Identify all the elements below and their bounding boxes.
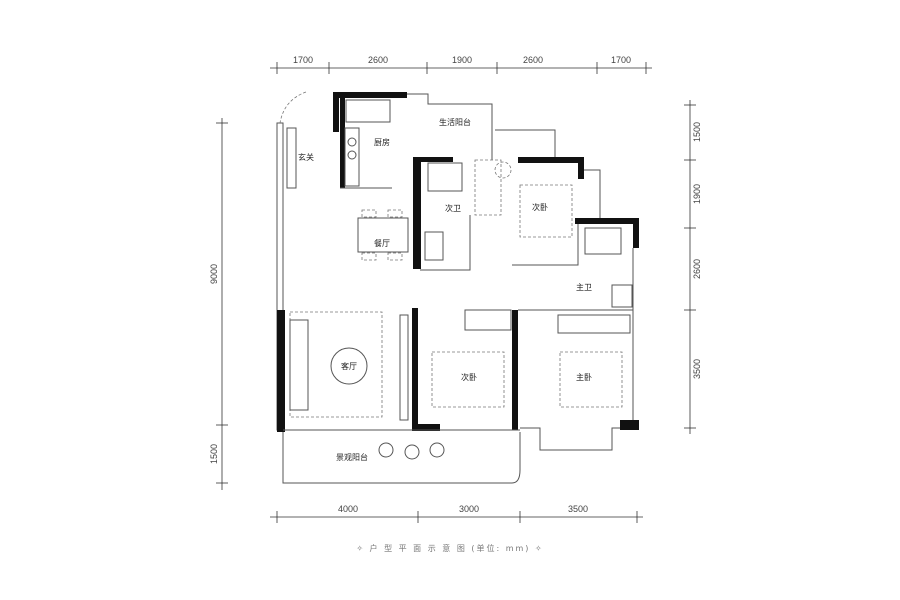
label-second-bedroom-south: 次卧 bbox=[461, 372, 477, 382]
shower bbox=[427, 162, 463, 192]
dim-top-4: 2600 bbox=[523, 55, 543, 65]
master-wardrobe bbox=[557, 314, 631, 334]
dining-table bbox=[357, 217, 409, 253]
shoe-cabinet bbox=[286, 127, 297, 189]
sofa bbox=[289, 319, 309, 411]
label-entrance: 玄关 bbox=[298, 152, 314, 162]
dim-bottom-1: 4000 bbox=[338, 504, 358, 514]
left-dimension-line: 9000 1500 bbox=[209, 118, 228, 490]
dim-right-3: 2600 bbox=[692, 259, 702, 279]
label-living: 客厅 bbox=[341, 361, 357, 371]
dim-right-4: 3500 bbox=[692, 359, 702, 379]
furniture bbox=[286, 99, 633, 460]
label-master-bath: 主卫 bbox=[576, 282, 592, 292]
dim-bottom-3: 3500 bbox=[568, 504, 588, 514]
dim-right-1: 1500 bbox=[692, 122, 702, 142]
master-shower bbox=[584, 227, 622, 255]
bed-north bbox=[519, 184, 573, 238]
top-dimension-line: 1700 2600 1900 2600 1700 bbox=[270, 55, 652, 74]
tv-cabinet bbox=[399, 314, 409, 421]
label-second-bath: 次卫 bbox=[445, 203, 461, 213]
label-second-bedroom-north: 次卧 bbox=[532, 202, 548, 212]
dim-right-2: 1900 bbox=[692, 184, 702, 204]
label-view-balcony: 景观阳台 bbox=[336, 452, 368, 462]
dim-top-2: 2600 bbox=[368, 55, 388, 65]
walls bbox=[276, 91, 639, 484]
plan-caption: ✧ 户 型 平 面 示 意 图 (单位: mm) ✧ bbox=[356, 543, 543, 553]
label-master-bedroom: 主卧 bbox=[576, 372, 592, 382]
room-labels: 玄关 厨房 生活阳台 次卫 次卧 餐厅 主卫 客厅 次卧 主卧 景观阳台 bbox=[298, 117, 592, 462]
master-basin bbox=[611, 284, 633, 308]
dim-top-1: 1700 bbox=[293, 55, 313, 65]
living-rug bbox=[289, 311, 383, 418]
master-bed bbox=[559, 351, 623, 408]
desk bbox=[464, 309, 512, 331]
coffee-table bbox=[330, 347, 368, 385]
kitchen-counter bbox=[345, 99, 391, 123]
wardrobe bbox=[474, 159, 502, 216]
label-utility-balcony: 生活阳台 bbox=[439, 117, 471, 127]
dim-top-3: 1900 bbox=[452, 55, 472, 65]
washbasin bbox=[424, 231, 444, 261]
dim-left-1: 9000 bbox=[209, 264, 219, 284]
right-dimension-line: 1500 1900 2600 3500 bbox=[684, 100, 702, 434]
dim-bottom-2: 3000 bbox=[459, 504, 479, 514]
bottom-dimension-line: 4000 3000 3500 bbox=[270, 504, 643, 523]
bed-south bbox=[431, 351, 505, 408]
label-kitchen: 厨房 bbox=[374, 137, 390, 147]
dim-top-5: 1700 bbox=[611, 55, 631, 65]
label-dining: 餐厅 bbox=[374, 239, 390, 248]
dim-left-2: 1500 bbox=[209, 444, 219, 464]
